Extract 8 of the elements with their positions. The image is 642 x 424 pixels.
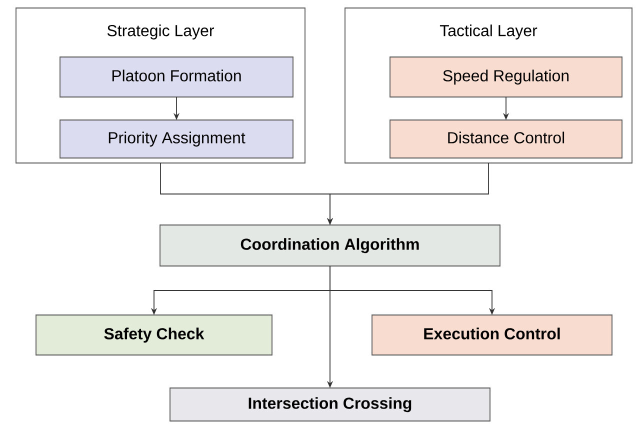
process-box: Distance Control xyxy=(390,120,622,158)
process-box: Safety Check xyxy=(36,314,272,356)
process-box: Platoon Formation xyxy=(60,56,294,98)
process-box: Speed Regulation xyxy=(390,56,622,98)
process-box: Execution Control xyxy=(372,314,612,356)
process-box: Coordination Algorithm xyxy=(160,224,500,266)
process-box: Intersection Crossing xyxy=(170,388,490,422)
process-box: Priority Assignment xyxy=(60,120,294,158)
